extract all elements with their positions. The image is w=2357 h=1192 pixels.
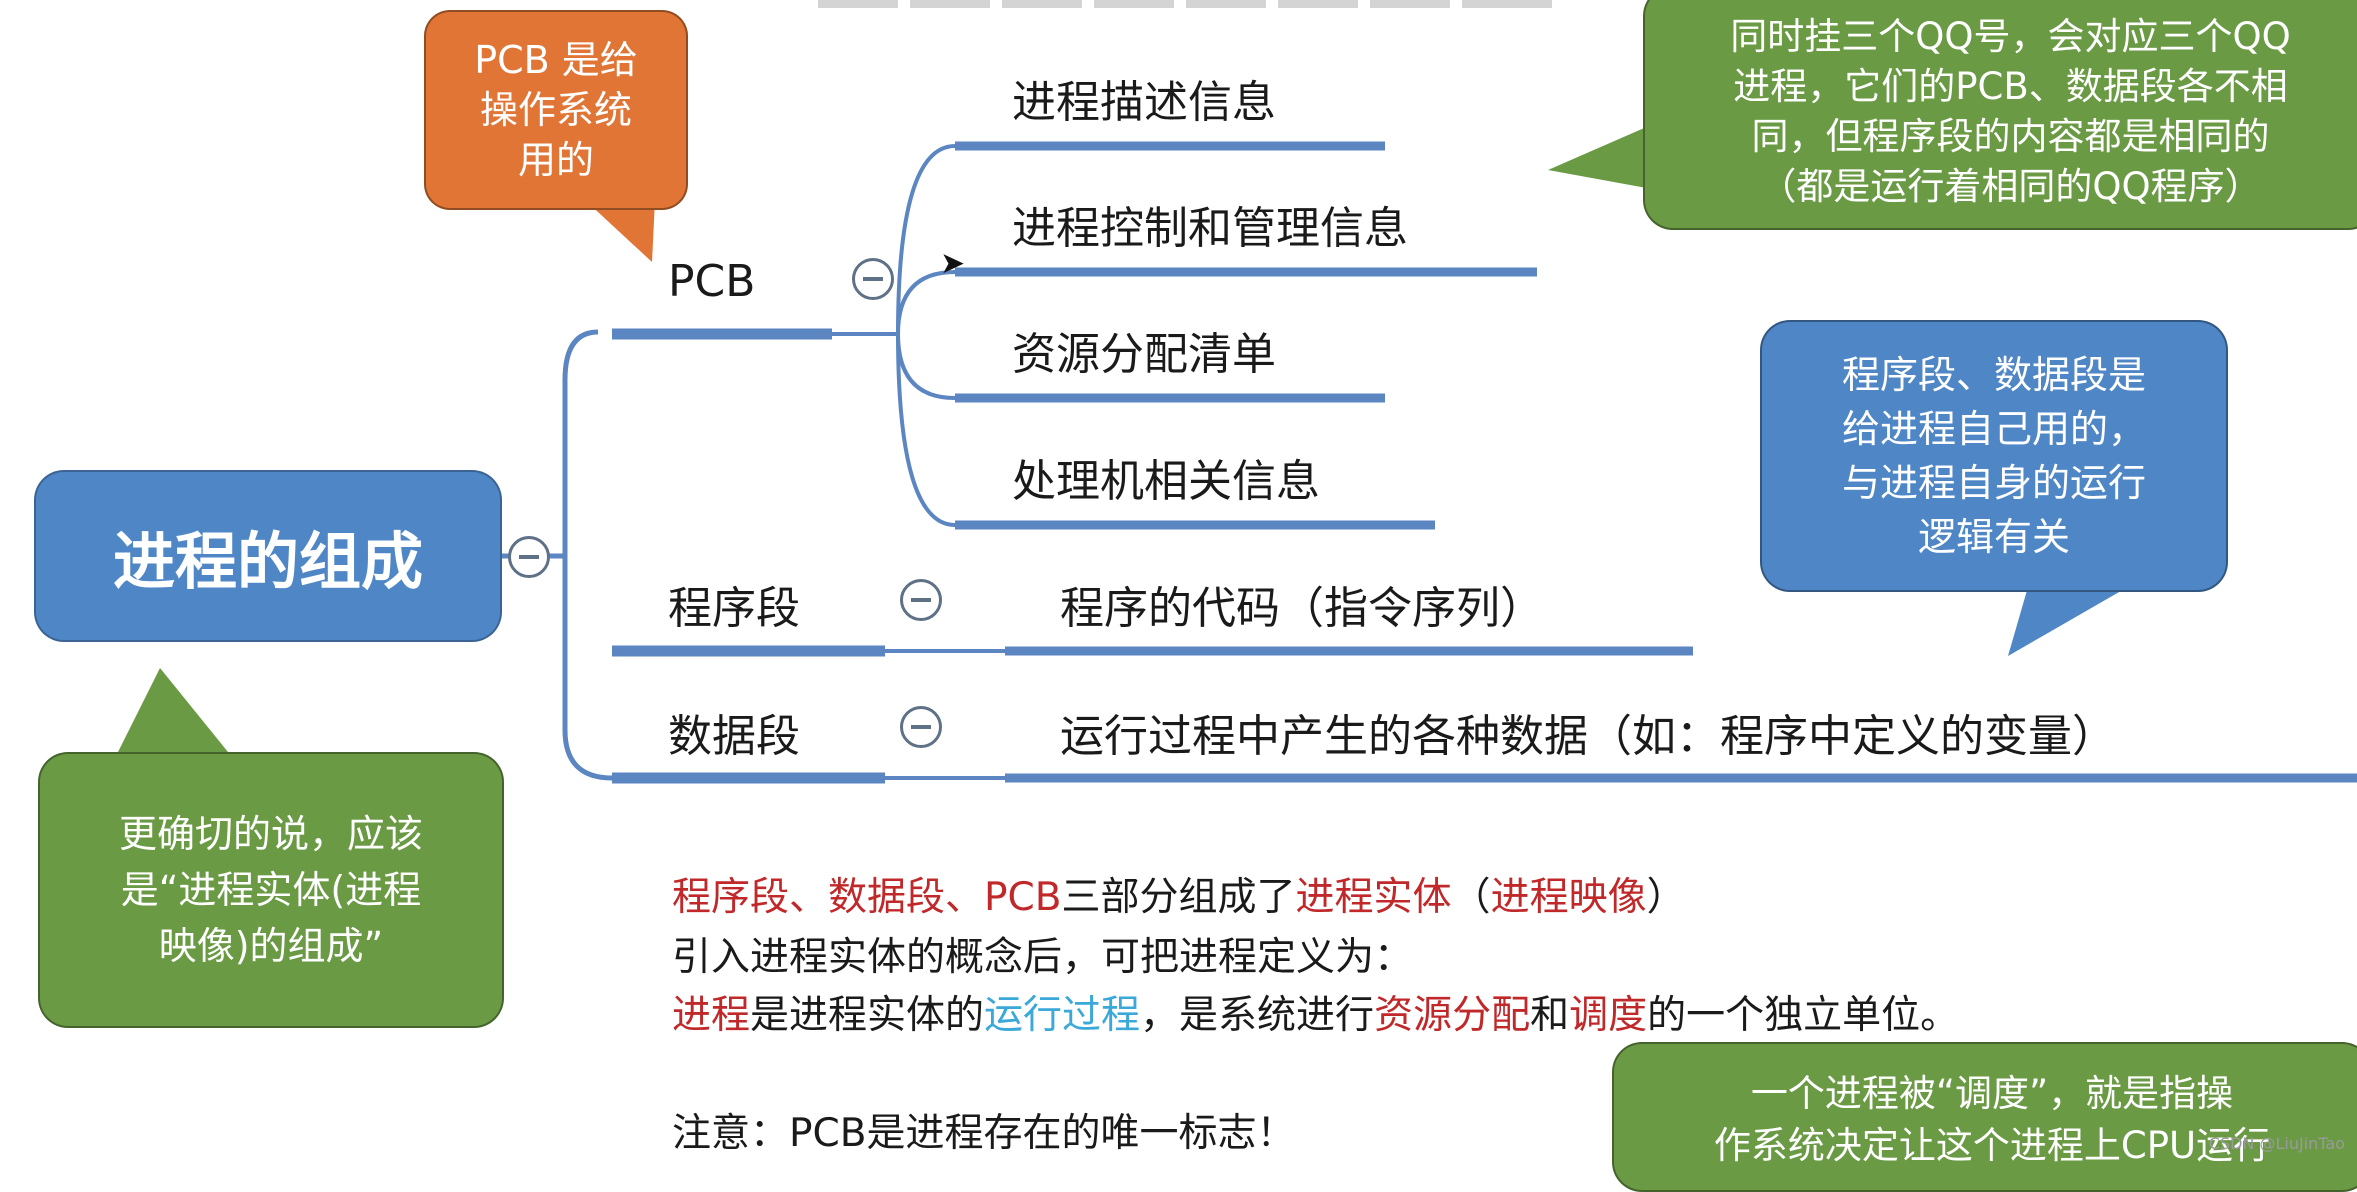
data-child[interactable]: 运行过程中产生的各种数据（如：程序中定义的变量） (1060, 711, 2116, 762)
callout-line: 程序段、数据段是 (1841, 353, 2146, 397)
pcb-owner-callout: PCB 是给 操作系统 用的 (424, 10, 688, 210)
note-line-2: 引入进程实体的概念后，可把进程定义为： (672, 935, 1414, 980)
qq-callout: 同时挂三个QQ号，会对应三个QQ 进程，它们的PCB、数据段各不相 同，但程序段… (1643, 0, 2357, 230)
callout-line: 与进程自身的运行 (1841, 461, 2146, 505)
callout-line: 用的 (517, 138, 594, 182)
note-segments-text: 程序段、数据段、PCB (672, 875, 1062, 920)
branch-data-label[interactable]: 数据段 (668, 711, 800, 762)
top-bar-fragment (1094, 0, 1174, 8)
segments-callout: 程序段、数据段是 给进程自己用的， 与进程自身的运行 逻辑有关 (1760, 320, 2228, 592)
entity-callout: 更确切的说，应该 是“进程实体(进程 映像)的组成” (38, 752, 504, 1028)
top-bar-fragment (818, 0, 898, 8)
callout-line: 操作系统 (479, 88, 632, 132)
note-running-text: 运行过程 (984, 993, 1141, 1038)
note-allocation-text: 资源分配 (1374, 993, 1531, 1038)
callout-line: 一个进程被“调度”，就是指操 (1750, 1072, 2234, 1115)
note-process-text: 进程 (672, 993, 751, 1038)
pcb-child-4[interactable]: 处理机相关信息 (1012, 456, 1320, 507)
branch-program-label[interactable]: 程序段 (668, 583, 800, 634)
root-label: 进程的组成 (112, 525, 423, 598)
program-collapse-icon[interactable] (900, 579, 942, 621)
pcb-fork-2 (896, 270, 956, 335)
entity-callout-tail (118, 668, 228, 752)
note-text: ，是系统进行 (1140, 993, 1375, 1038)
callout-line: 映像)的组成” (158, 924, 384, 968)
watermark: CSDN @LiuJinTao (2208, 1134, 2345, 1153)
note-dispatch-text: 调度 (1569, 993, 1648, 1038)
pcb-child-2[interactable]: 进程控制和管理信息 (1012, 203, 1408, 254)
callout-line: 是“进程实体(进程 (120, 868, 422, 912)
callout-line: （都是运行着相同的QQ程序） (1759, 165, 2262, 208)
note-text: 三部分组成了 (1061, 875, 1296, 920)
root-node[interactable]: 进程的组成 (34, 470, 502, 642)
top-bar-fragment (1002, 0, 1082, 8)
pcb-fork-1 (896, 144, 956, 335)
note-text: 的一个独立单位。 (1647, 993, 1960, 1038)
root-collapse-icon[interactable] (508, 536, 550, 578)
callout-line: 更确切的说，应该 (118, 812, 423, 856)
pcb-callout-tail (585, 200, 655, 262)
top-bar-fragment (1186, 0, 1266, 8)
program-child[interactable]: 程序的代码（指令序列） (1060, 583, 1544, 634)
note-line-1: 程序段、数据段、PCB三部分组成了进程实体（进程映像） (672, 866, 1686, 922)
note-entity-text: 进程实体 (1295, 875, 1452, 920)
segments-callout-tail (2008, 580, 2140, 656)
pcb-fork-4 (896, 333, 956, 527)
callout-line: 同，但程序段的内容都是相同的 (1751, 115, 2270, 158)
callout-line: 进程，它们的PCB、数据段各不相 (1733, 65, 2288, 108)
callout-line: 同时挂三个QQ号，会对应三个QQ (1730, 15, 2291, 58)
mouse-cursor-icon: ➤ (940, 246, 966, 281)
pcb-child-3[interactable]: 资源分配清单 (1012, 329, 1276, 380)
top-bar-fragment (1278, 0, 1358, 8)
connector-lines (498, 141, 2357, 784)
top-bar-fragment (910, 0, 990, 8)
note-line-4: 注意：PCB是进程存在的唯一标志！ (672, 1111, 1296, 1156)
pcb-collapse-icon[interactable] (852, 258, 894, 300)
trunk-curve (562, 329, 613, 781)
callout-line: 逻辑有关 (1917, 515, 2070, 559)
note-line-3: 进程是进程实体的运行过程，是系统进行资源分配和调度的一个独立单位。 (672, 984, 1959, 1040)
dispatch-callout: 一个进程被“调度”，就是指操 作系统决定让这个进程上CPU运行 (1612, 1042, 2357, 1192)
callout-line: PCB 是给 (474, 38, 638, 82)
note-text: ） (1646, 875, 1686, 920)
note-text: 和 (1530, 993, 1570, 1038)
top-bar-fragment (1370, 0, 1450, 8)
pcb-child-1[interactable]: 进程描述信息 (1012, 77, 1276, 128)
data-collapse-icon[interactable] (900, 706, 942, 748)
note-image-text: 进程映像 (1490, 875, 1647, 920)
callout-line: 给进程自己用的， (1841, 407, 2146, 451)
note-text: （ (1451, 875, 1491, 920)
note-text: 是进程实体的 (750, 993, 985, 1038)
top-bar-fragment (1462, 0, 1552, 8)
mind-map: 进程的组成 PCB 程序段 数据段 进程描述信息 进程控制和管理信息 资源分配清… (34, 0, 2357, 1192)
branch-pcb-label[interactable]: PCB (668, 256, 756, 307)
